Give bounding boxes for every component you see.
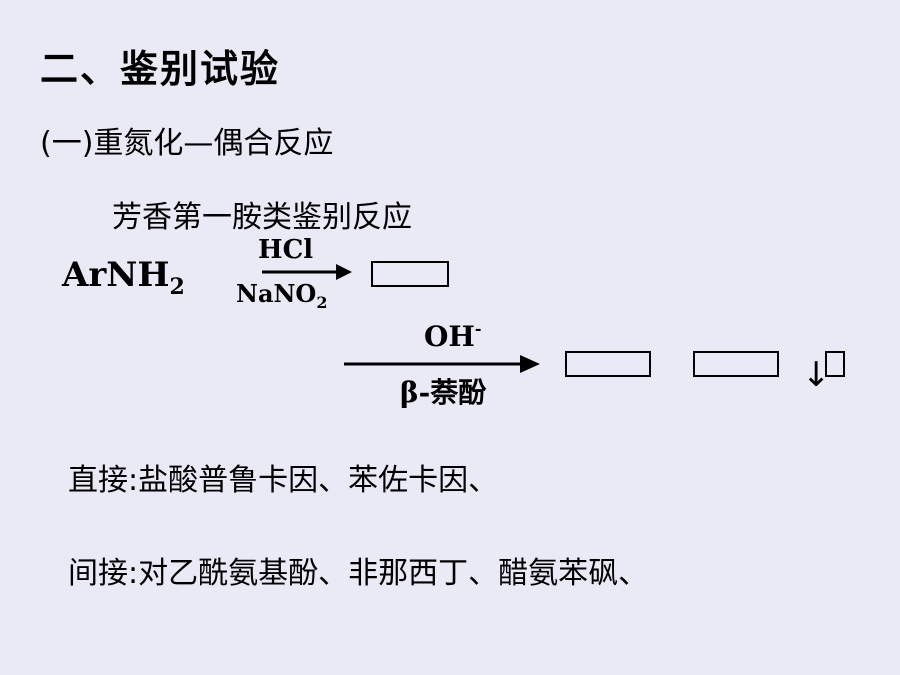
reaction-scheme: [ ] --> ArNH2 HCl NaNO2 [ ] [ ] ↓ [ --> … bbox=[61, 235, 845, 409]
direct-test-line: 直接:盐酸普鲁卡因、苯佐卡因、 bbox=[68, 455, 498, 499]
indirect-drug-list: 对乙酰氨基酚、非那西丁、醋氨苯砜、 bbox=[138, 556, 649, 591]
slide-title: 二、鉴别试验 bbox=[40, 47, 281, 91]
azo-product-placeholder-1 bbox=[565, 351, 651, 377]
reaction-arrow-2-head bbox=[520, 355, 540, 373]
reagent-nano2: NaNO2 bbox=[236, 279, 327, 312]
azo-product-placeholder-3 bbox=[825, 351, 845, 377]
section-heading: (一)重氮化—偶合反应 bbox=[40, 126, 334, 161]
reaction-arrow-1-head bbox=[336, 264, 352, 280]
azo-product-placeholder-2 bbox=[693, 351, 779, 377]
indirect-test-line: 间接:对乙酰氨基酚、非那西丁、醋氨苯砜、 bbox=[68, 548, 648, 592]
reaction-subtitle: 芳香第一胺类鉴别反应 bbox=[112, 200, 412, 235]
reactant-formula: ArNH2 bbox=[61, 255, 185, 300]
diazonium-salt-placeholder bbox=[371, 261, 449, 287]
reagent-oh: OH- bbox=[424, 319, 482, 353]
reagent-naphthol: β-萘酚 bbox=[400, 376, 487, 409]
direct-drug-list: 盐酸普鲁卡因、苯佐卡因、 bbox=[138, 463, 499, 498]
indirect-label: 间接: bbox=[68, 556, 139, 591]
direct-label: 直接: bbox=[68, 463, 139, 498]
reagent-hcl: HCl bbox=[258, 235, 313, 265]
